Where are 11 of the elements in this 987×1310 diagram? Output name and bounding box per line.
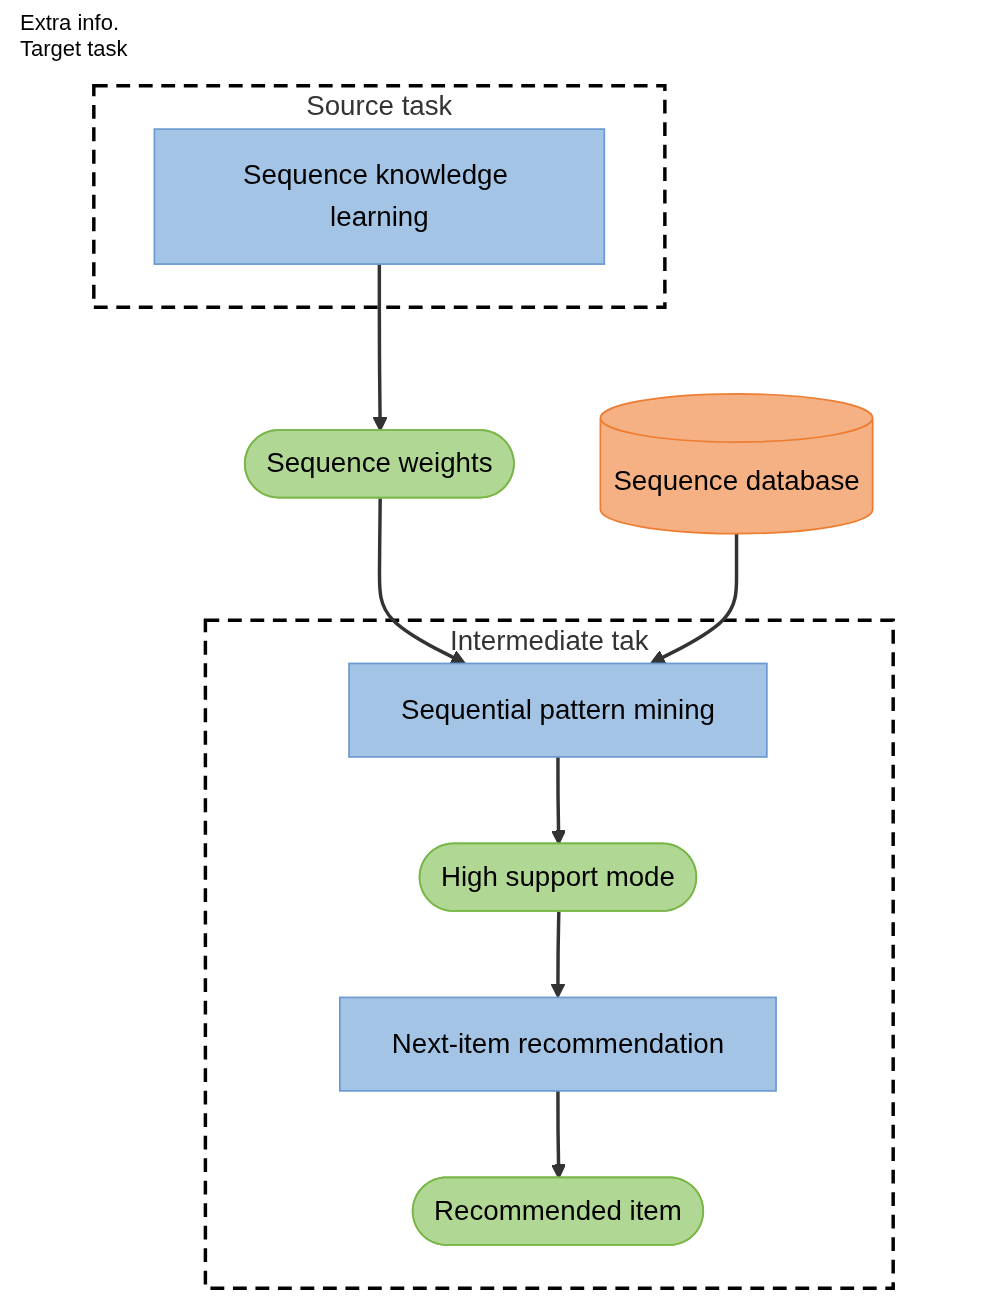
side-label: Target task [20, 36, 129, 62]
node-box: Sequential pattern mining [348, 662, 768, 758]
arrow [550, 756, 567, 845]
arrow [550, 911, 566, 999]
arrow [377, 498, 466, 665]
node-box: Sequence knowledge learning [153, 128, 606, 265]
arrow [650, 533, 739, 665]
arrow [550, 1090, 567, 1179]
arrow [372, 264, 388, 432]
side-label: Extra info. [20, 10, 121, 36]
node-box: Next-item recommendation [338, 996, 777, 1092]
